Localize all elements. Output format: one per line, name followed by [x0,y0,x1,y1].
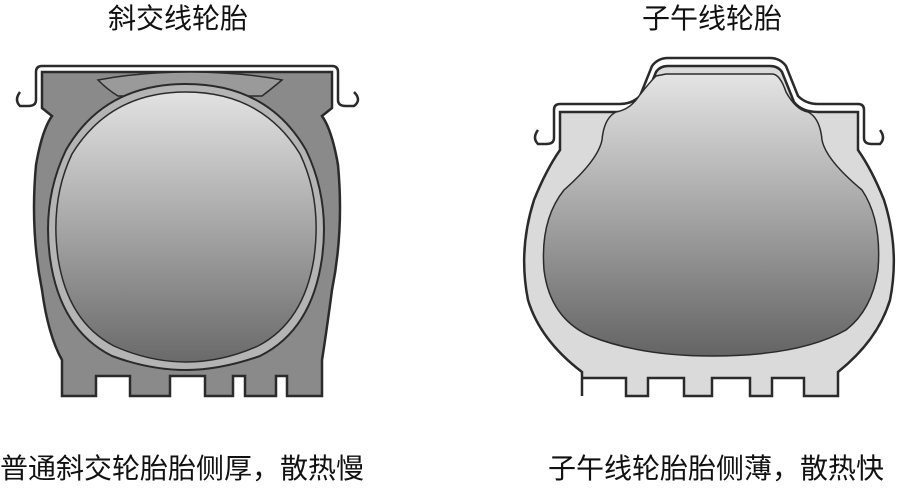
radial-tire-title: 子午线轮胎 [642,2,783,35]
bias-tire-title: 斜交线轮胎 [108,2,249,35]
radial-rim [533,56,885,146]
radial-tire-caption: 子午线轮胎胎侧薄，散热快 [548,452,885,485]
radial-tire [522,56,896,398]
bias-tire [15,64,360,398]
bias-rim [15,64,360,108]
bias-tire-caption: 普通斜交轮胎胎侧厚，散热慢 [0,452,365,485]
bias-air-cavity [55,91,317,363]
radial-air-cavity [542,73,880,357]
